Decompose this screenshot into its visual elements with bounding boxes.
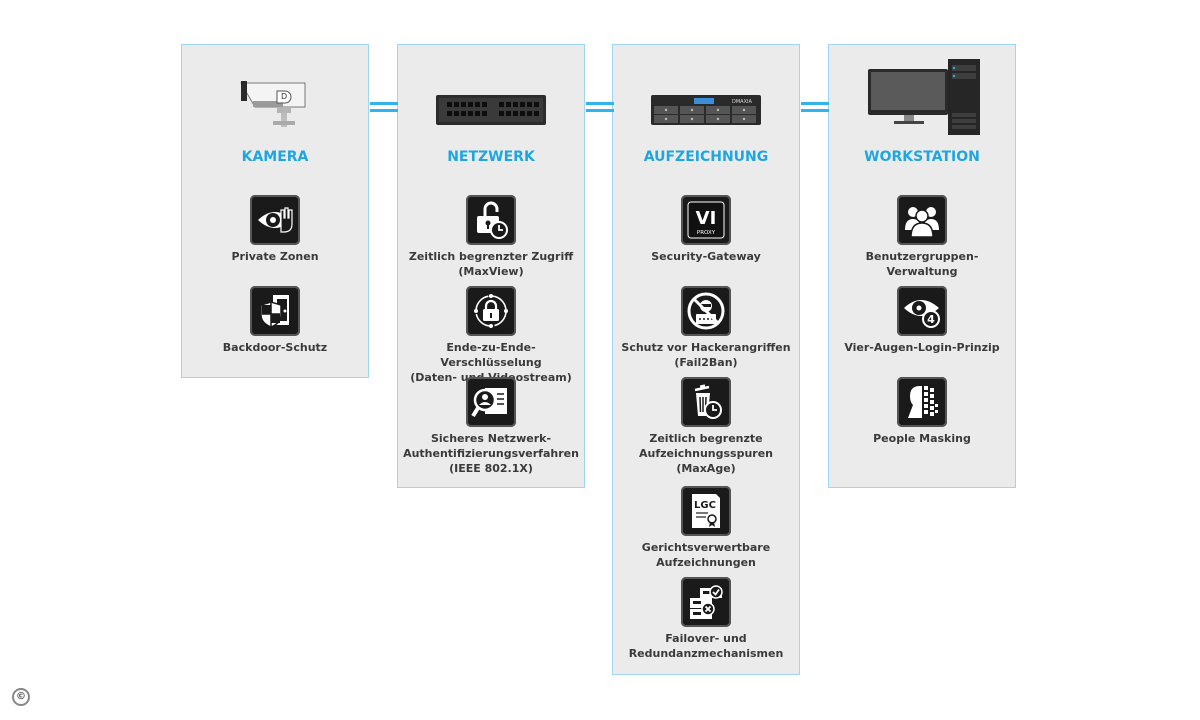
connector-netzwerk-aufzeichnung — [586, 102, 614, 114]
feature-label: Gerichtsverwertbare Aufzeichnungen — [641, 541, 771, 569]
feature-label: Sicheres Netzwerk- Authentifizierungsver… — [403, 432, 579, 475]
connector-aufzeichnung-workstation — [801, 102, 829, 114]
feature-label: Private Zonen — [231, 250, 319, 263]
lock-cycle-icon — [466, 286, 516, 336]
feature-label: Security-Gateway — [651, 250, 761, 263]
feature-label: Schutz vor Hackerangriffen (Fail2Ban) — [621, 341, 791, 369]
eye-hand-icon — [250, 195, 300, 245]
vi-proxy-icon: VI PROXY — [681, 195, 731, 245]
feature-backdoor-schutz: Backdoor-Schutz — [182, 286, 368, 355]
feature-label: Failover- und Redundanzmechanismen — [628, 632, 784, 660]
no-hacker-icon — [681, 286, 731, 336]
user-group-icon — [897, 195, 947, 245]
column-header: NETZWERK — [398, 45, 584, 165]
column-aufzeichnung: DMAXIA AUFZEICHNUNG VI PROXY Security-Ga… — [612, 44, 800, 675]
feature-failover-redundanz: Failover- und Redundanzmechanismen — [613, 577, 799, 661]
column-title: AUFZEICHNUNG — [643, 149, 769, 165]
svg-text:D: D — [281, 92, 287, 101]
unlock-timer-icon — [466, 195, 516, 245]
trash-timer-icon — [681, 377, 731, 427]
feature-label: People Masking — [873, 432, 971, 445]
eye-four-icon: 4 — [897, 286, 947, 336]
person-mask-icon — [897, 377, 947, 427]
feature-zeitlich-begrenzter-zugriff: Zeitlich begrenzter Zugriff (MaxView) — [398, 195, 584, 279]
feature-sicheres-netzwerk: Sicheres Netzwerk- Authentifizierungsver… — [398, 377, 584, 476]
column-title: WORKSTATION — [864, 149, 980, 165]
feature-people-masking: People Masking — [829, 377, 1015, 446]
feature-label: Ende-zu-Ende-Verschlüsselung (Daten- und… — [410, 341, 572, 384]
feature-label: Benutzergruppen-Verwaltung — [865, 250, 979, 278]
feature-vier-augen-login: 4 Vier-Augen-Login-Prinzip — [829, 286, 1015, 355]
lgc-logo-text: LGC — [694, 500, 716, 511]
feature-label: Backdoor-Schutz — [222, 341, 328, 354]
feature-zeitlich-begrenzte-aufzeichnungsspuren: Zeitlich begrenzte Aufzeichnungsspuren (… — [613, 377, 799, 476]
column-title: KAMERA — [241, 149, 309, 165]
shield-door-icon — [250, 286, 300, 336]
vi-proxy-subtext: PROXY — [697, 230, 716, 236]
feature-private-zonen: Private Zonen — [182, 195, 368, 264]
column-kamera: D KAMERA Private Zonen — [181, 44, 369, 378]
column-workstation: WORKSTATION Benutzergruppen-Verwaltung 4… — [828, 44, 1016, 488]
feature-label: Zeitlich begrenzter Zugriff (MaxView) — [408, 250, 574, 278]
feature-label: Zeitlich begrenzte Aufzeichnungsspuren (… — [639, 432, 773, 475]
workstation-icon — [868, 59, 980, 135]
lgc-certificate-icon: LGC — [681, 486, 731, 536]
column-title: NETZWERK — [447, 149, 535, 165]
feature-gerichtsverwertbare-aufzeichnungen: LGC Gerichtsverwertbare Aufzeichnungen — [613, 486, 799, 570]
feature-security-gateway: VI PROXY Security-Gateway — [613, 195, 799, 264]
feature-benutzergruppen-verwaltung: Benutzergruppen-Verwaltung — [829, 195, 1015, 279]
copyright-icon: © — [12, 688, 30, 706]
feature-schutz-vor-hackerangriffen: Schutz vor Hackerangriffen (Fail2Ban) — [613, 286, 799, 370]
id-magnifier-icon — [466, 377, 516, 427]
server-failover-icon — [681, 577, 731, 627]
connector-kamera-netzwerk — [370, 102, 398, 114]
vi-proxy-logo-text: VI — [696, 208, 717, 229]
column-netzwerk: NETZWERK Zeitlich begrenzter Zugriff (Ma… — [397, 44, 585, 488]
feature-ende-zu-ende-verschluesselung: Ende-zu-Ende-Verschlüsselung (Daten- und… — [398, 286, 584, 385]
feature-label: Vier-Augen-Login-Prinzip — [844, 341, 1000, 354]
column-header: D KAMERA — [182, 45, 368, 165]
column-header: DMAXIA AUFZEICHNUNG — [613, 45, 799, 165]
recorder-icon: DMAXIA — [651, 95, 761, 125]
switch-icon — [436, 95, 546, 125]
column-header: WORKSTATION — [829, 45, 1015, 165]
camera-icon: D — [240, 81, 306, 127]
recorder-brand: DMAXIA — [732, 99, 752, 105]
four-digit: 4 — [927, 313, 935, 326]
